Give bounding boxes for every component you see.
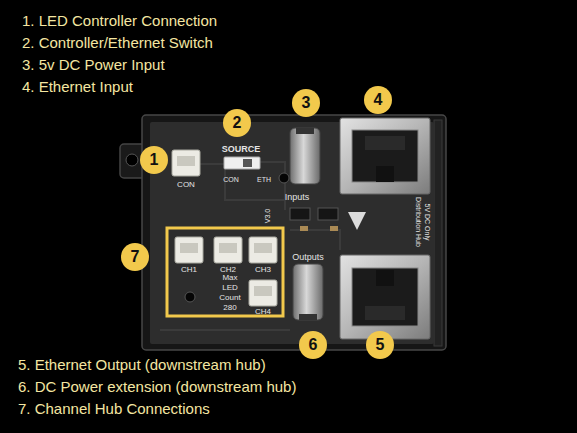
silkscreen-label: Inputs	[285, 192, 310, 202]
frame-body	[142, 115, 446, 350]
ic-chips	[290, 208, 366, 231]
rj45-output	[340, 255, 430, 339]
callout-number: 1	[150, 151, 159, 169]
rj45-latch	[376, 270, 394, 286]
callout-circle: 2	[223, 109, 251, 137]
mount-hole	[185, 292, 195, 302]
capacitor	[300, 226, 308, 231]
frame-ridge	[434, 120, 442, 346]
dc-jack-output	[293, 264, 323, 320]
mount-hole	[279, 173, 289, 183]
connector-slot	[180, 243, 198, 253]
tab-hole	[126, 154, 138, 166]
callout-number: 7	[131, 248, 140, 266]
silkscreen-label: V3.0	[264, 209, 272, 223]
switch-body	[224, 157, 260, 169]
rj45-input	[340, 118, 430, 194]
mounting-frame	[120, 115, 446, 350]
rj45-shell	[340, 118, 430, 194]
callout-circle: 1	[140, 146, 168, 174]
list-item: 6. DC Power extension (downstream hub)	[18, 378, 296, 395]
connector-slot	[254, 243, 272, 253]
connector-body	[175, 237, 203, 263]
jack-body	[293, 264, 323, 320]
chip	[290, 208, 310, 220]
list-item: 2. Controller/Ethernet Switch	[22, 34, 213, 51]
rj45-contacts	[365, 306, 405, 320]
list-item: 7. Channel Hub Connections	[18, 400, 210, 417]
connector-body	[249, 280, 277, 306]
logo	[348, 212, 366, 230]
silkscreen-label: Outputs	[292, 252, 324, 262]
silkscreen-label: 5V DC Only	[423, 204, 431, 241]
silkscreen-label: SOURCE	[222, 144, 261, 154]
silkscreen-label: CON	[177, 180, 195, 189]
capacitor	[330, 226, 338, 231]
connector-slot	[177, 156, 195, 166]
pcb	[150, 122, 434, 344]
callout-circle: 4	[364, 86, 392, 114]
jack-opening	[296, 128, 314, 134]
rj45-opening	[352, 268, 418, 326]
callout-number: 5	[376, 336, 385, 354]
callout-circle: 7	[121, 243, 149, 271]
list-item: 3. 5v DC Power Input	[22, 56, 165, 73]
jack-body	[290, 128, 320, 184]
highlight-bracket	[167, 228, 283, 316]
callout-number: 3	[302, 94, 311, 112]
callout-number: 6	[309, 336, 318, 354]
source-switch	[224, 157, 260, 169]
silkscreen-label: CH4	[255, 307, 271, 316]
trace	[290, 230, 340, 250]
callout-circle: 3	[292, 89, 320, 117]
connector-body	[172, 150, 200, 176]
silkscreen-label: CH3	[255, 265, 271, 274]
chip	[318, 208, 338, 220]
silkscreen-note: Max LED Count 280	[215, 273, 245, 313]
dc-jack-input	[290, 128, 320, 184]
rj45-opening	[352, 130, 418, 182]
callout-number: 4	[374, 91, 383, 109]
list-item: 1. LED Controller Connection	[22, 12, 217, 29]
rj45-shell	[340, 255, 430, 339]
trace	[160, 329, 290, 331]
silkscreen-label: ETH	[257, 176, 271, 184]
jst-connector	[172, 150, 200, 176]
switch-slider	[243, 159, 252, 167]
rj45-contacts	[365, 136, 405, 150]
silkscreen-label: CON	[223, 176, 239, 184]
connector-slot	[254, 286, 272, 296]
jack-opening	[299, 314, 317, 320]
connector-slot	[219, 243, 237, 253]
rj45-latch	[376, 166, 394, 182]
silkscreen-label: Distribution Hub	[414, 197, 422, 247]
connector-body	[249, 237, 277, 263]
trace	[258, 162, 285, 210]
connector-body	[214, 237, 242, 263]
list-item: 5. Ethernet Output (downstream hub)	[18, 356, 266, 373]
callout-circle: 6	[299, 331, 327, 359]
silkscreen-label: CH1	[181, 265, 197, 274]
list-item: 4. Ethernet Input	[22, 78, 133, 95]
callout-number: 2	[233, 114, 242, 132]
pcb-traces	[160, 162, 340, 330]
callout-circle: 5	[366, 331, 394, 359]
